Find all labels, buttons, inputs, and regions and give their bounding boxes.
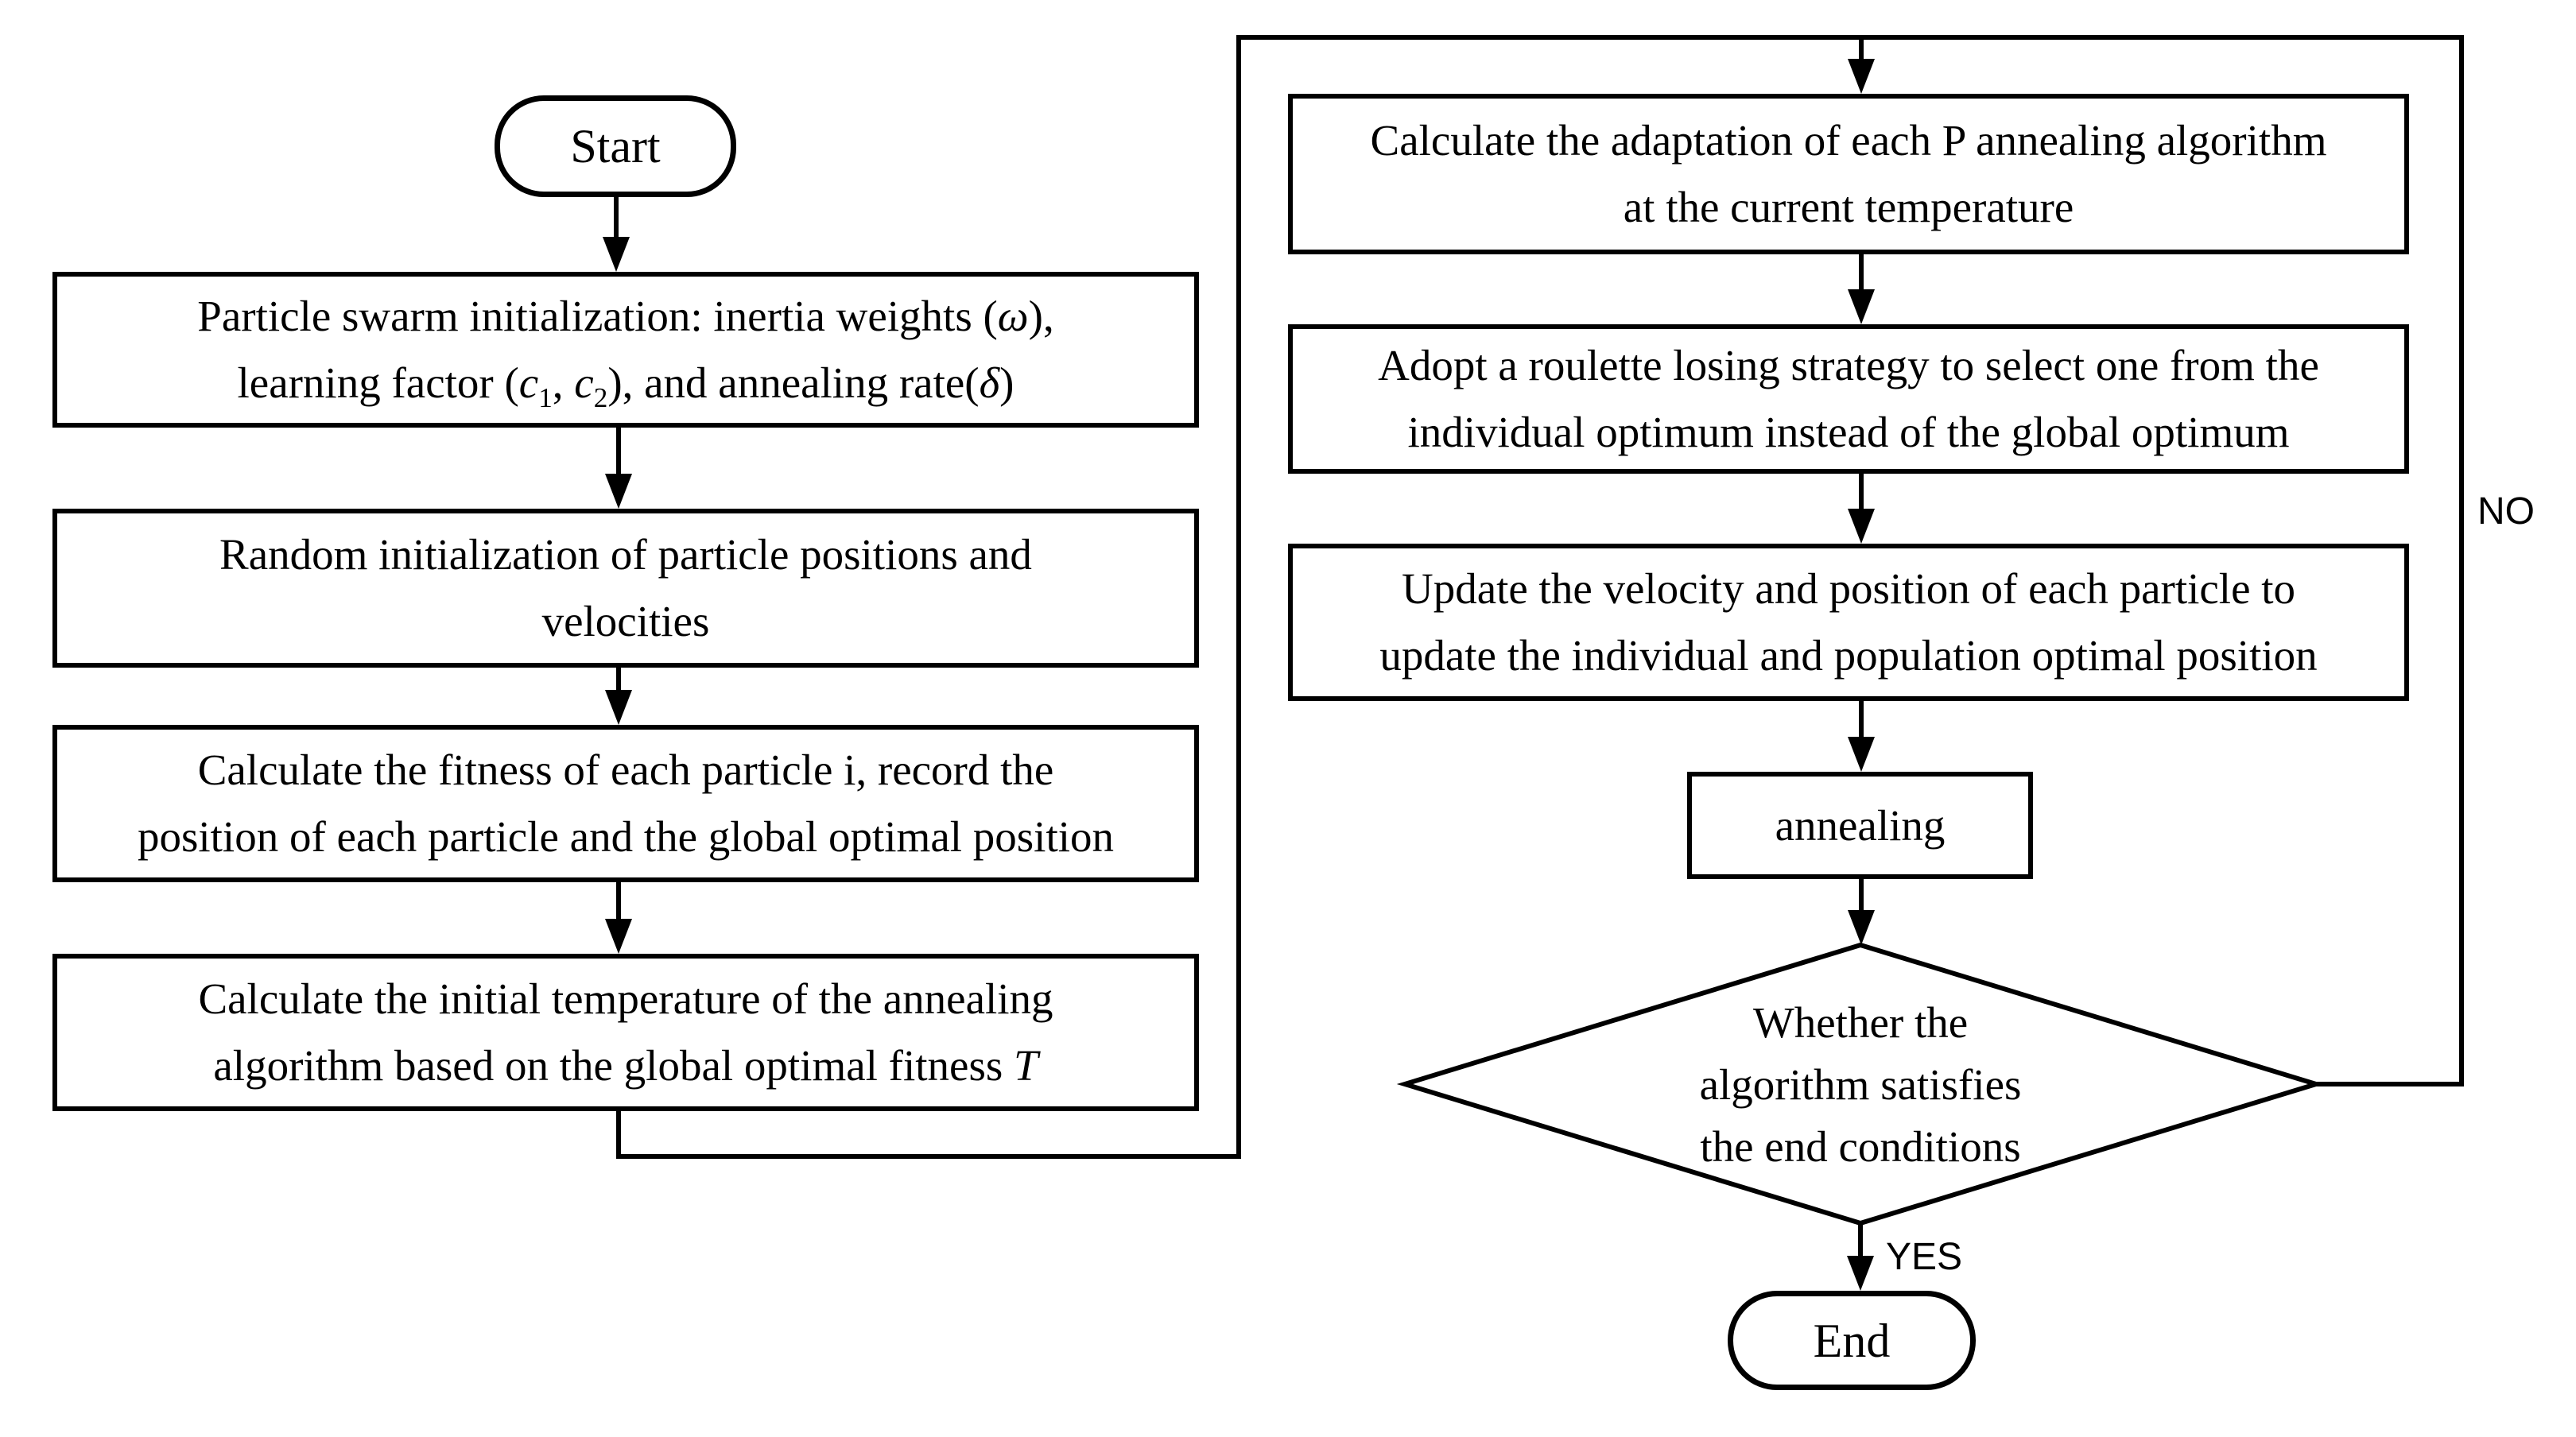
- node-start: Start: [495, 95, 736, 197]
- node-init-params-line1: Particle swarm initialization: inertia w…: [197, 292, 1054, 340]
- node-update-velocity-line2: update the individual and population opt…: [1379, 631, 2318, 680]
- node-random-init-line2: velocities: [541, 597, 710, 645]
- edge-random-to-fitness: [605, 668, 632, 725]
- delta-symbol: δ: [979, 358, 1000, 407]
- node-init-temperature-line2: algorithm based on the global optimal fi…: [213, 1041, 1038, 1090]
- node-calc-fitness-line2: position of each particle and the global…: [137, 812, 1115, 861]
- node-init-params-line2: learning factor (c1, c2), and annealing …: [237, 358, 1014, 413]
- node-random-init: Random initialization of particle positi…: [52, 509, 1199, 668]
- node-calc-adaptation: Calculate the adaptation of each P annea…: [1288, 94, 2409, 254]
- node-calc-fitness-line1: Calculate the fitness of each particle i…: [197, 746, 1054, 794]
- omega-symbol: ω: [997, 292, 1029, 340]
- edge-loop-to-adaptation: [1848, 37, 1875, 94]
- node-end: End: [1728, 1291, 1976, 1390]
- node-decision-line2: algorithm satisfies: [1699, 1059, 2022, 1109]
- edge-init-to-random: [605, 428, 632, 509]
- c2-symbol: c: [574, 358, 594, 407]
- edge-fitness-to-temperature: [605, 882, 632, 954]
- edge-start-to-init: [603, 197, 630, 272]
- temperature-symbol: T: [1014, 1041, 1038, 1090]
- node-roulette-line1: Adopt a roulette losing strategy to sele…: [1378, 341, 2319, 389]
- edge-roulette-to-update: [1848, 474, 1875, 544]
- edge-update-to-annealing: [1848, 701, 1875, 772]
- c1-symbol: c: [518, 358, 539, 407]
- edge-label-no: NO: [2477, 490, 2535, 533]
- node-calc-fitness: Calculate the fitness of each particle i…: [52, 725, 1199, 882]
- node-init-temperature-line1: Calculate the initial temperature of the…: [198, 974, 1053, 1023]
- node-roulette-line2: individual optimum instead of the global…: [1407, 408, 2290, 456]
- edge-adaptation-to-roulette: [1848, 254, 1875, 324]
- node-annealing: annealing: [1687, 772, 2033, 879]
- node-end-label: End: [1813, 1314, 1891, 1367]
- edge-annealing-to-decision: [1848, 879, 1875, 945]
- node-random-init-line1: Random initialization of particle positi…: [219, 530, 1032, 579]
- node-annealing-label: annealing: [1775, 800, 1946, 850]
- edge-decision-to-end: [1847, 1223, 1874, 1291]
- node-calc-adaptation-line1: Calculate the adaptation of each P annea…: [1370, 116, 2327, 165]
- node-decision-line1: Whether the: [1752, 997, 1969, 1047]
- node-decision-line3: the end conditions: [1700, 1121, 2021, 1171]
- node-start-label: Start: [570, 120, 661, 172]
- decision-diamond-shape: [1396, 942, 2325, 1226]
- node-calc-adaptation-line2: at the current temperature: [1623, 183, 2074, 231]
- node-roulette: Adopt a roulette losing strategy to sele…: [1288, 324, 2409, 474]
- node-update-velocity: Update the velocity and position of each…: [1288, 544, 2409, 701]
- node-init-temperature: Calculate the initial temperature of the…: [52, 954, 1199, 1111]
- edge-main-loop: [616, 35, 2464, 1159]
- edge-label-yes: YES: [1886, 1236, 1963, 1278]
- node-decision: Whether the algorithm satisfies the end …: [1405, 945, 2316, 1224]
- node-update-velocity-line1: Update the velocity and position of each…: [1401, 564, 2296, 613]
- node-init-params: Particle swarm initialization: inertia w…: [52, 272, 1199, 428]
